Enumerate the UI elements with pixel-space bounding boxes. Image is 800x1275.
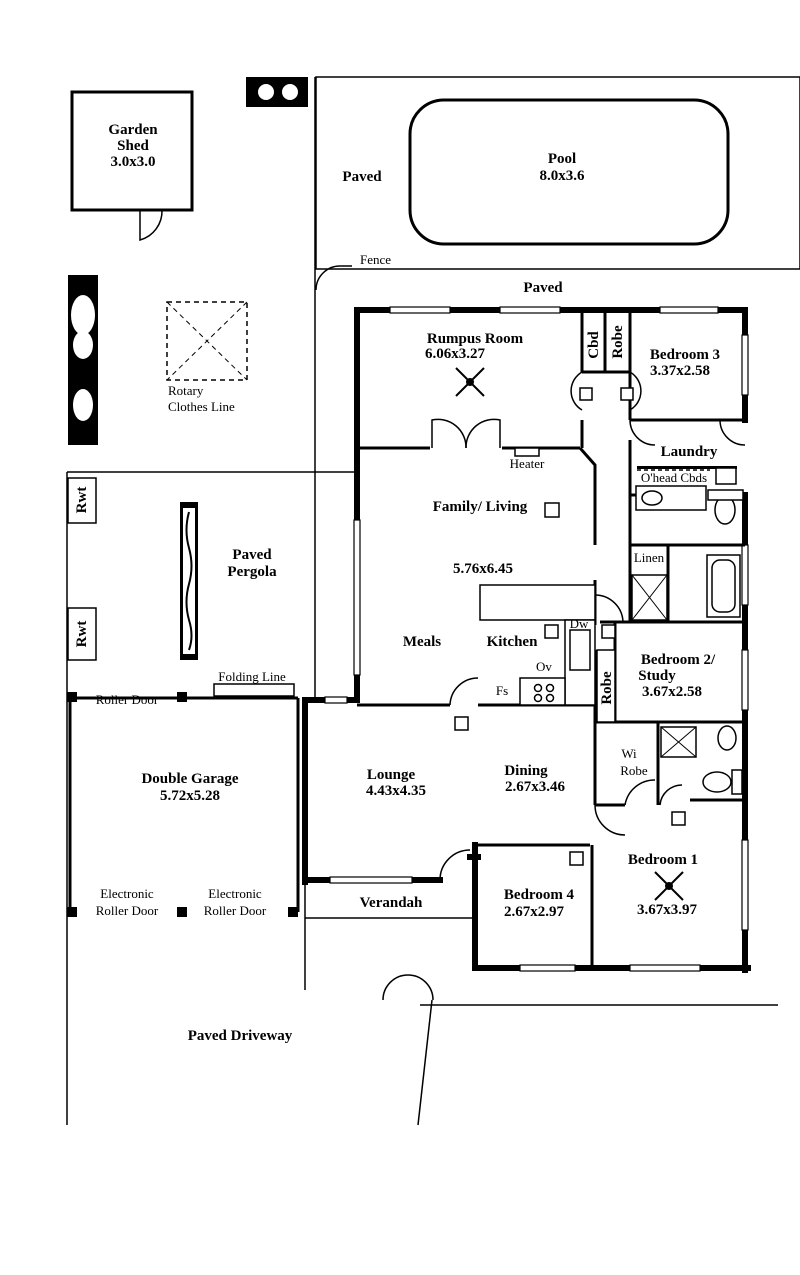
laundry-fixtures: [635, 466, 744, 525]
family-label: Family/ Living: [433, 499, 528, 515]
fence-label: Fence: [360, 252, 391, 267]
robe-label-top: Robe: [610, 325, 626, 359]
rwt-label-bottom: Rwt: [74, 621, 90, 648]
bedroom4-size: 2.67x2.97: [504, 904, 565, 920]
rumpus-label: Rumpus Room: [427, 331, 524, 347]
kitchen-label: Kitchen: [487, 634, 538, 650]
bedroom1-size: 3.67x3.97: [637, 902, 698, 918]
heater-icon: [514, 447, 540, 457]
ceiling-fan-icon: [654, 871, 684, 901]
electronic-door-2-line1: Electronic: [208, 886, 262, 901]
dining-label: Dining: [504, 763, 548, 779]
bedroom3-size: 3.37x2.58: [650, 363, 710, 379]
laundry-label: Laundry: [661, 444, 718, 460]
rainwater-tank-bottom: Rwt: [67, 607, 97, 661]
driveway-label: Paved Driveway: [188, 1028, 293, 1044]
heater-label: Heater: [510, 456, 545, 471]
bedroom1-label: Bedroom 1: [628, 852, 698, 868]
dining-size: 2.67x3.46: [505, 779, 566, 795]
plant-box-icon: [246, 77, 308, 107]
wi-robe-label-2: Robe: [620, 763, 648, 778]
electronic-door-1-line1: Electronic: [100, 886, 154, 901]
pool-label: Pool: [548, 151, 576, 167]
doors: [382, 371, 746, 1001]
garage-size: 5.72x5.28: [160, 788, 220, 804]
verandah-label: Verandah: [360, 895, 423, 911]
linen-label: Linen: [634, 550, 665, 565]
roller-door-label: Roller Door: [96, 692, 159, 707]
rotary-label-1: Rotary: [168, 383, 204, 398]
meals-label: Meals: [403, 634, 441, 650]
bedroom3-label: Bedroom 3: [650, 347, 720, 363]
verandah: [304, 882, 778, 1126]
fs-label: Fs: [496, 683, 508, 698]
ov-label: Ov: [536, 659, 552, 674]
cbd-label: Cbd: [586, 331, 602, 359]
paved-label-top: Paved: [342, 169, 382, 185]
ceiling-fan-icon: [455, 367, 485, 397]
pergola-label-1: Paved: [232, 547, 272, 563]
pergola-label-2: Pergola: [227, 564, 277, 580]
robe-label-mid: Robe: [599, 671, 615, 705]
kitchen-bench: [479, 584, 596, 706]
wi-robe-label-1: Wi: [621, 746, 637, 761]
rainwater-tank-top: Rwt: [67, 477, 97, 524]
pergola-planter-icon: [180, 502, 198, 660]
family-size: 5.76x6.45: [453, 561, 513, 577]
dw-label: Dw: [570, 616, 589, 631]
rotary-label-2: Clothes Line: [168, 399, 235, 414]
bedroom4-label: Bedroom 4: [504, 887, 575, 903]
bedroom2-label-2: Study: [638, 668, 676, 684]
rotary-clothes-line: Rotary Clothes Line: [166, 301, 248, 414]
garden-shed-size: 3.0x3.0: [111, 154, 156, 170]
lounge-size: 4.43x4.35: [366, 783, 426, 799]
lounge-label: Lounge: [367, 767, 416, 783]
rwt-label-top: Rwt: [74, 487, 90, 514]
garage-label: Double Garage: [141, 771, 238, 787]
bathroom-fixtures: [631, 554, 741, 621]
pool-size: 8.0x3.6: [540, 168, 586, 184]
double-garage: [67, 683, 300, 917]
garden-bed-icon: [68, 275, 98, 445]
folding-line-label: Folding Line: [218, 669, 286, 684]
electronic-door-2-line2: Roller Door: [204, 903, 267, 918]
paved-label-mid: Paved: [523, 280, 563, 296]
ohead-cbds-label: O'head Cbds: [641, 470, 707, 485]
vent-icon: [454, 387, 686, 866]
electronic-door-1-line2: Roller Door: [96, 903, 159, 918]
rumpus-size: 6.06x3.27: [425, 346, 486, 362]
robe-cabinet: [596, 649, 616, 723]
bedroom2-size: 3.67x2.58: [642, 684, 702, 700]
windows: [324, 306, 749, 972]
ensuite-fixtures: [660, 725, 743, 795]
pool-area: Pool 8.0x3.6 Paved Fence: [315, 76, 800, 291]
bedroom2-label-1: Bedroom 2/: [641, 652, 716, 668]
